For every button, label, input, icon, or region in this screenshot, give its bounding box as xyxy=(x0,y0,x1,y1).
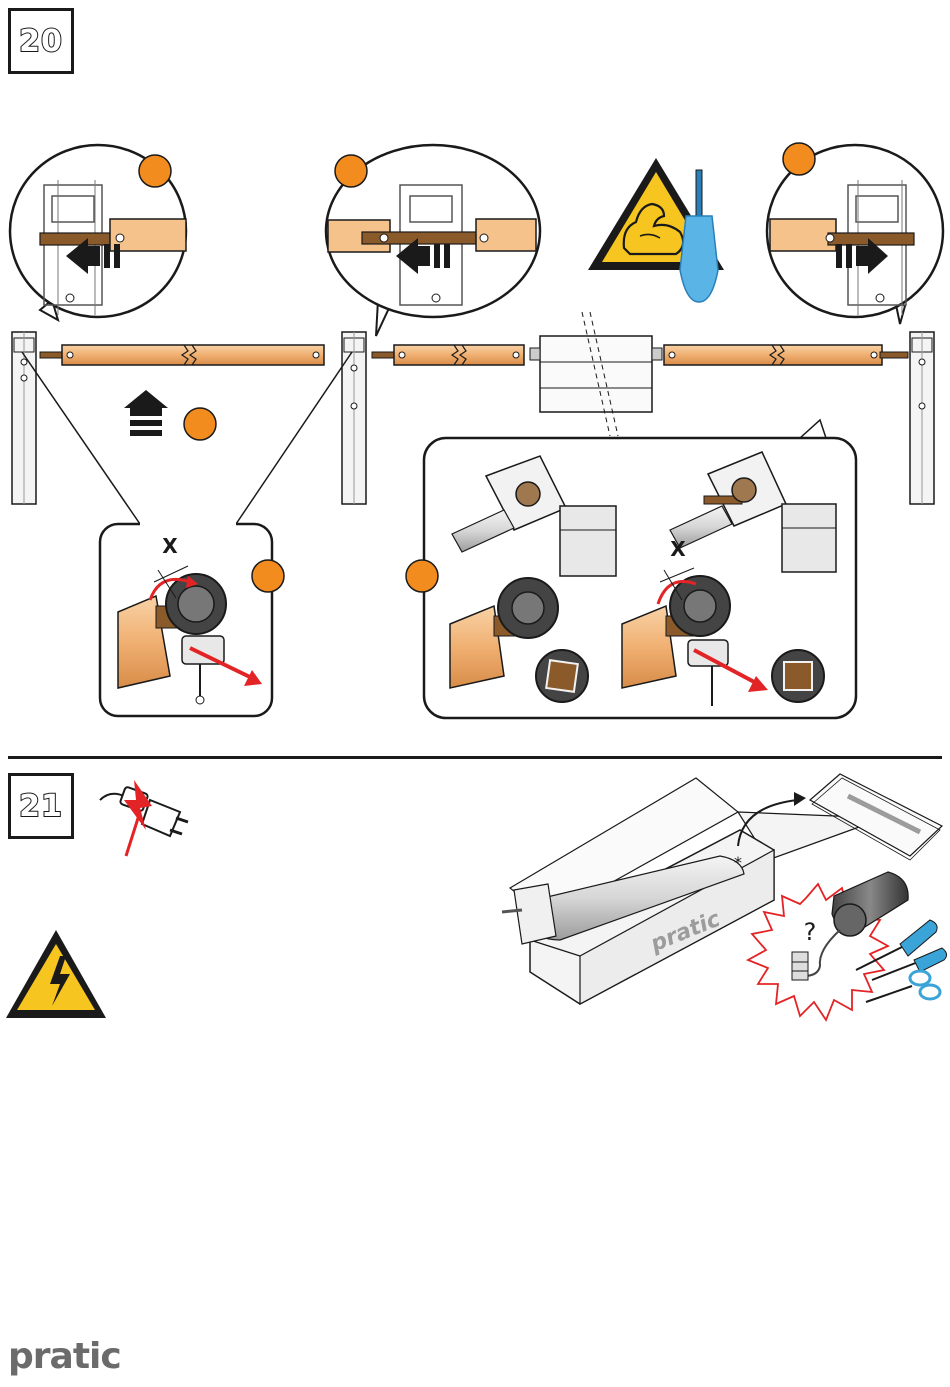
carton-asterisk: * xyxy=(734,853,742,872)
zoom-detail-right xyxy=(767,143,943,324)
callout-marker-orange xyxy=(139,155,171,187)
scissors-icon xyxy=(866,971,940,1002)
footer-brand-logo: pratic xyxy=(8,1336,121,1377)
unplug-icon xyxy=(100,780,188,856)
callout-marker-orange xyxy=(252,560,284,592)
screwdriver-icon xyxy=(680,170,718,302)
callout-marker-orange xyxy=(406,560,438,592)
push-up-arrow-icon xyxy=(124,390,168,436)
detail-panel-right: X xyxy=(424,420,856,718)
side-guide-left xyxy=(12,332,36,504)
unknown-wiring-mark: ? xyxy=(804,918,817,946)
side-guide-right xyxy=(910,332,934,504)
center-gear-housing xyxy=(530,312,662,436)
detail-panel-left: X xyxy=(22,352,352,716)
angle-label-left: X xyxy=(162,534,178,558)
electric-hazard-icon xyxy=(6,930,106,1018)
side-guide-center xyxy=(342,332,366,504)
callout-marker-orange xyxy=(783,143,815,175)
callout-marker-orange xyxy=(335,155,367,187)
callout-marker-orange xyxy=(184,408,216,440)
zoom-detail-left xyxy=(10,145,186,320)
zoom-detail-center xyxy=(326,145,540,336)
angle-label-right: X xyxy=(670,537,686,561)
